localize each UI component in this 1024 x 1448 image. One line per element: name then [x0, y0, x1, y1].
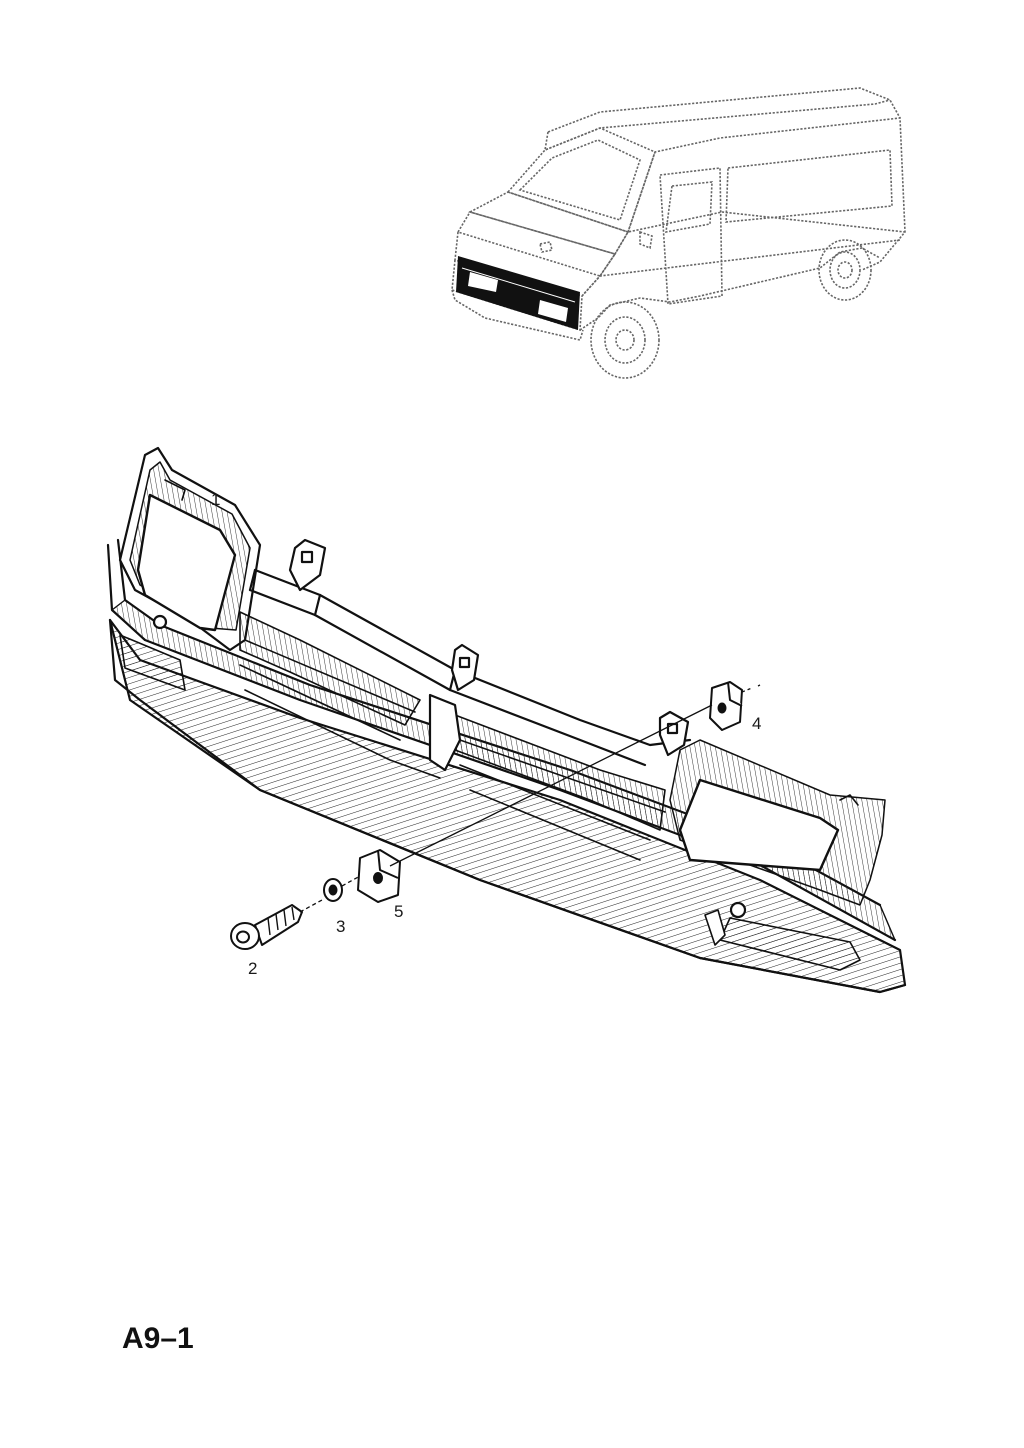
- van-grille-highlight: [456, 256, 580, 330]
- callout-3: 3: [336, 917, 346, 936]
- callout-2: 2: [248, 959, 258, 978]
- callout-4: 4: [752, 714, 762, 733]
- clip-upper-part: [709, 681, 743, 731]
- assembly-line: [299, 684, 761, 913]
- page-code: A9–1: [122, 1322, 194, 1355]
- washer-part: [323, 878, 343, 902]
- callout-5: 5: [394, 902, 404, 921]
- callout-1: 1: [211, 490, 221, 509]
- screw-part: [230, 904, 303, 950]
- clip-lower-part: [357, 849, 401, 903]
- grille-part: [106, 446, 907, 994]
- van-illustration: [451, 87, 906, 379]
